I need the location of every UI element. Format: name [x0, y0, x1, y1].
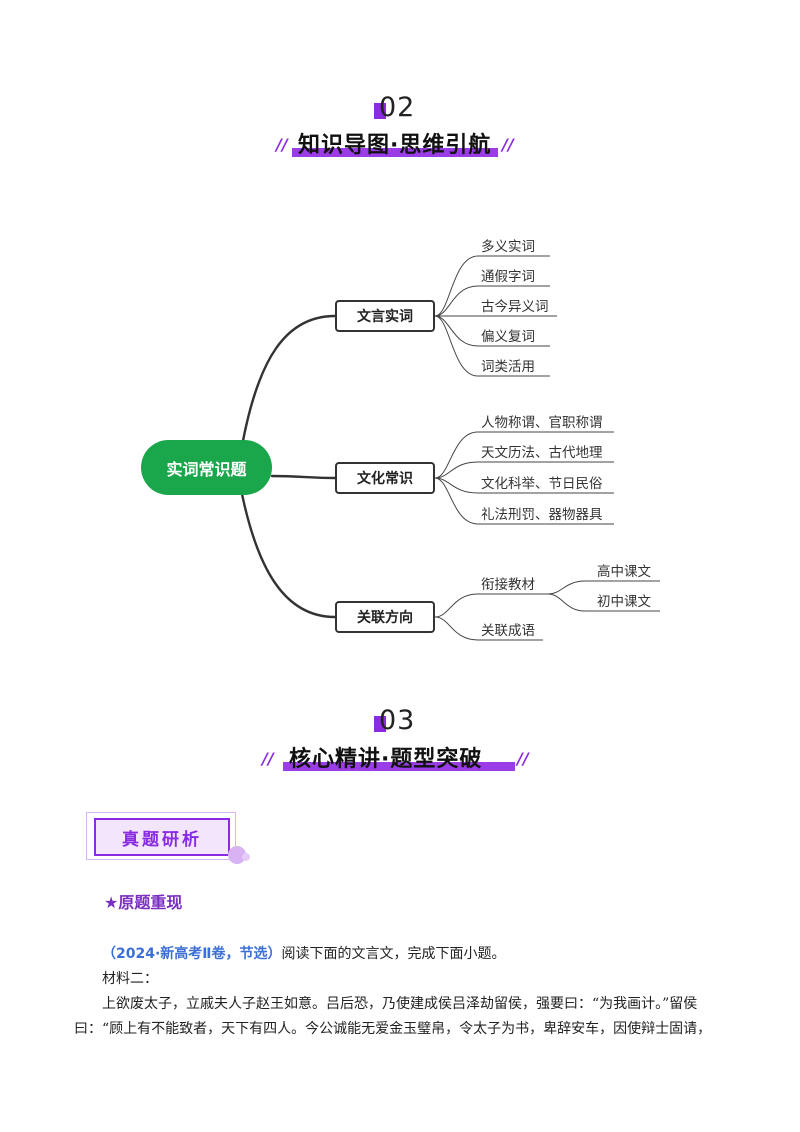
right-slash-decoration: //: [517, 749, 529, 768]
question-source: （2024·新高考Ⅱ卷，节选）: [102, 946, 282, 962]
branch-node-classical-words: 文言实词: [335, 300, 435, 332]
subheading-original-question: ★原题重现: [104, 893, 183, 912]
leaf-titles-and-offices: 人物称谓、官职称谓: [481, 415, 603, 431]
title-underline-bar: [292, 148, 498, 157]
section-number-accent: [374, 103, 386, 119]
section-number: 03: [379, 705, 416, 736]
leaf-related-idioms: 关联成语: [481, 623, 535, 639]
leaf-calendar-and-geography: 天文历法、古代地理: [481, 445, 603, 461]
section-title: 核心精讲·题型突破: [289, 747, 483, 772]
leaf-partial-compound-words: 偏义复词: [481, 329, 535, 345]
leaf-link-textbooks: 衔接教材: [481, 577, 535, 593]
leaf-word-class-shifts: 词类活用: [481, 359, 535, 375]
leaf-exams-and-customs: 文化科举、节日民俗: [481, 476, 603, 492]
leaf-law-and-artifacts: 礼法刑罚、器物器具: [481, 507, 603, 523]
subleaf-high-school-texts: 高中课文: [597, 564, 651, 580]
section-title: 知识导图·思维引航: [298, 133, 492, 158]
leaf-polysemous-words: 多义实词: [481, 239, 535, 255]
badge-decoration-dot-small: [242, 853, 250, 861]
branch-node-cultural-knowledge: 文化常识: [335, 462, 435, 494]
leaf-ancient-modern-meanings: 古今异义词: [481, 299, 549, 315]
left-slash-decoration: //: [262, 749, 274, 768]
badge-decoration-dot: [228, 846, 246, 864]
leaf-interchangeable-characters: 通假字词: [481, 269, 535, 285]
material-label: 材料二：: [102, 971, 158, 987]
mindmap-root-node: 实词常识题: [141, 440, 272, 495]
passage-line-1: 上欲废太子，立戚夫人子赵王如意。吕后恐，乃使建成侯吕泽劫留侯，强要曰：“为我画计…: [102, 996, 698, 1012]
question-prompt-line: （2024·新高考Ⅱ卷，节选）阅读下面的文言文，完成下面小题。: [102, 943, 506, 963]
section-number: 02: [379, 92, 416, 123]
right-slash-decoration: //: [502, 135, 514, 154]
subleaf-middle-school-texts: 初中课文: [597, 594, 651, 610]
left-slash-decoration: //: [276, 135, 288, 154]
badge-frame: [86, 812, 236, 860]
passage-line-2: 曰：“顾上有不能致者，天下有四人。今公诚能无爱金玉璧帛，令太子为书，卑辞安车，因…: [74, 1021, 712, 1037]
section-number-accent: [374, 716, 386, 732]
title-underline-bar: [283, 762, 515, 771]
badge-label: 真题研析: [94, 818, 230, 856]
branch-node-related-directions: 关联方向: [335, 601, 435, 633]
question-prompt: 阅读下面的文言文，完成下面小题。: [281, 946, 506, 962]
